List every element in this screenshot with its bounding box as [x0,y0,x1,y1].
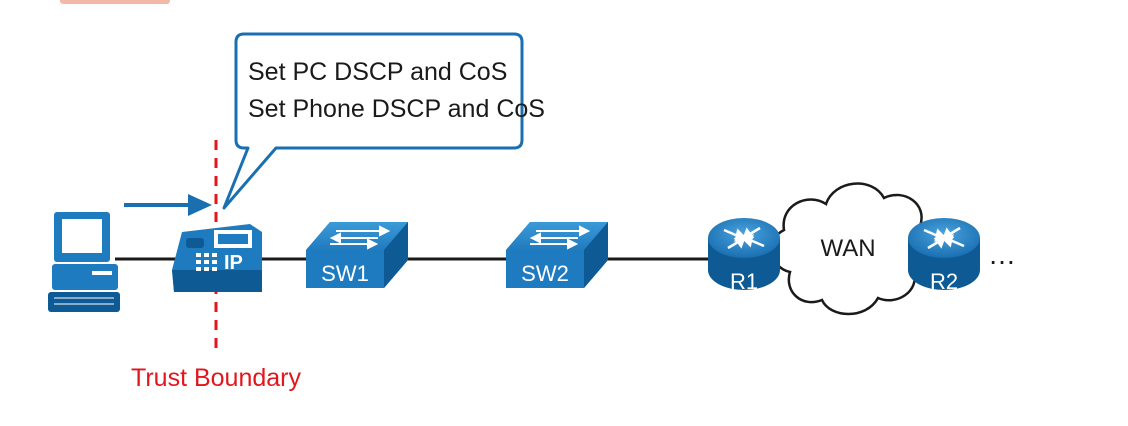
ip-phone-icon: IP [172,224,262,292]
sw1-label: SW1 [321,261,369,286]
trust-boundary-label: Trust Boundary [131,364,301,392]
sw2-label: SW2 [521,261,569,286]
switch-sw1-icon: SW1 [306,222,408,288]
callout-bubble: Set PC DSCP and CoS Set Phone DSCP and C… [222,32,545,210]
router-r2-icon: R2 [908,218,980,294]
traffic-arrow [124,194,212,216]
phone-ip-label: IP [224,252,243,274]
router-r1-icon: R1 [708,218,780,294]
r1-label: R1 [730,269,758,294]
switch-sw2-icon: SW2 [506,222,608,288]
callout-line-2: Set Phone DSCP and CoS [248,95,545,123]
wan-label: WAN [820,235,875,262]
wan-cloud-icon: WAN [770,182,935,316]
pc-icon [48,212,120,312]
cropped-tab [60,0,170,4]
continuation-ellipsis: … [988,239,1016,270]
r2-label: R2 [930,269,958,294]
callout-line-1: Set PC DSCP and CoS [248,58,507,86]
